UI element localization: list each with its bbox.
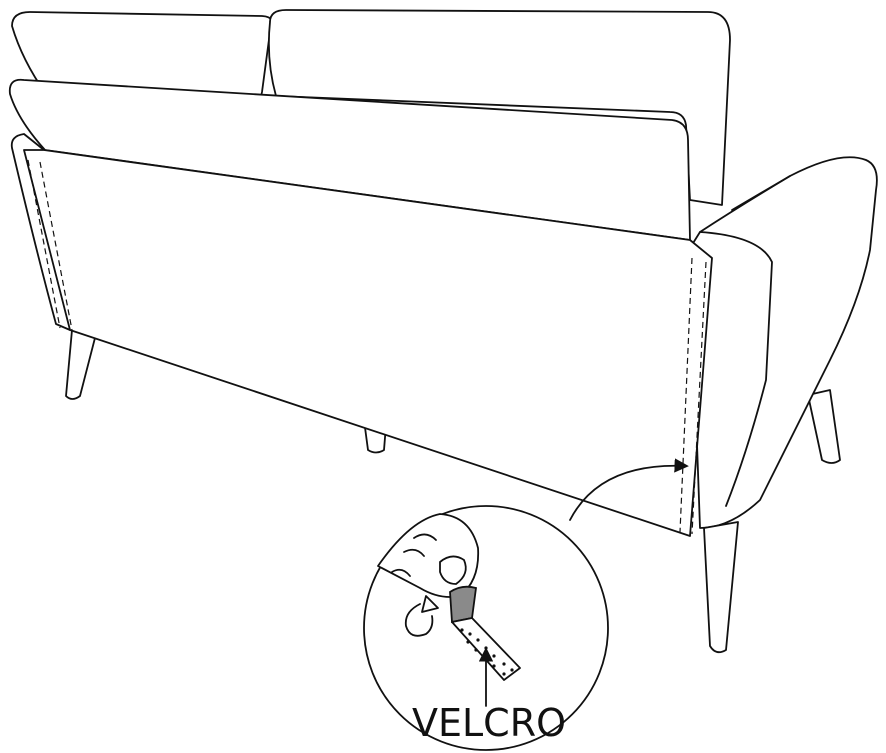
pointer-arrow-icon [569,458,689,521]
right-armrest-inner [731,175,791,211]
leg-right-back [807,389,841,464]
leg-left-back [65,329,97,400]
rotate-arrow-head [421,595,439,613]
back-cushion-left [11,11,274,104]
velcro-seam-left-outer [27,159,61,329]
velcro-seam-right-outer [679,257,693,533]
velcro-seam-right-inner [691,261,707,535]
velcro-seam-left-inner [39,161,73,331]
velcro-label: VELCRO [412,701,566,745]
finger-icon [377,513,480,598]
right-armrest [689,156,878,529]
left-armrest [10,133,71,331]
right-armrest-front [699,231,773,507]
sofa-back-panel [23,149,713,537]
velcro-seams [27,159,707,535]
rotate-arrow-icon [404,603,434,637]
back-top-panel [8,78,691,241]
velcro-grip-strap [449,585,477,624]
leg-right-front [703,521,739,654]
velcro-detail-magnifier: VELCRO [363,505,609,751]
